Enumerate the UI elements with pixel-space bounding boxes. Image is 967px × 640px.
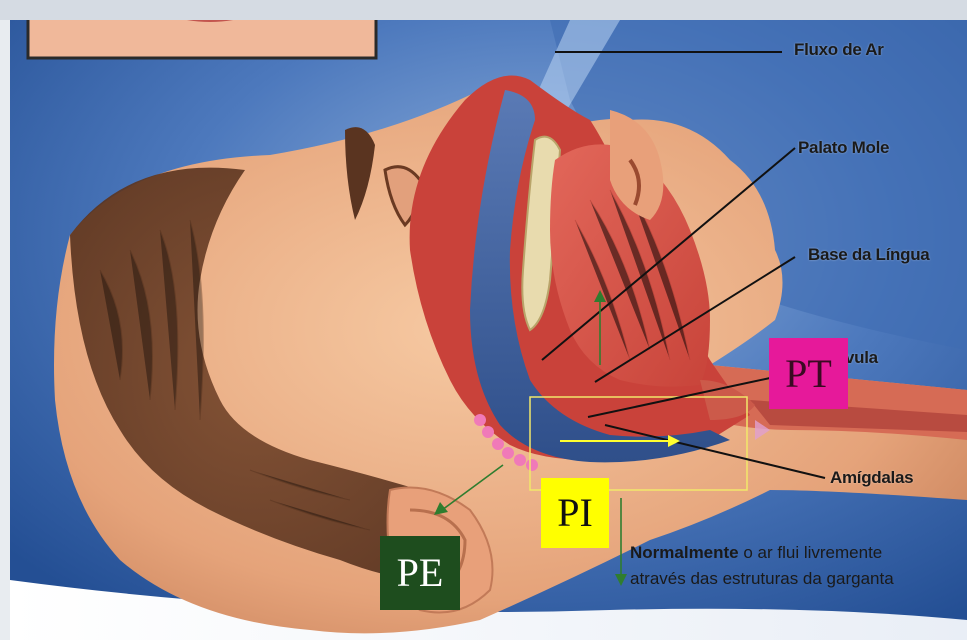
pt-box: PT: [769, 338, 848, 409]
note-bold: Normalmente: [630, 543, 739, 562]
normal-airflow-note: Normalmente o ar flui livremente através…: [630, 540, 894, 592]
note-line2: através das estruturas da garganta: [630, 569, 894, 588]
inset-photo: [28, 20, 376, 58]
label-amigdalas: Amígdalas: [830, 468, 913, 488]
label-fluxo-de-ar: Fluxo de Ar: [794, 40, 884, 60]
top-bar: [0, 0, 967, 20]
pe-box: PE: [380, 536, 460, 610]
label-uvula: vula: [845, 348, 878, 368]
illustration-canvas: Fluxo de Ar Palato Mole Base da Língua v…: [10, 20, 967, 640]
note-line1-rest: o ar flui livremente: [739, 543, 883, 562]
label-palato-mole: Palato Mole: [798, 138, 889, 158]
label-base-da-lingua: Base da Língua: [808, 245, 929, 265]
pi-box: PI: [541, 478, 609, 548]
left-edge: [0, 20, 10, 640]
